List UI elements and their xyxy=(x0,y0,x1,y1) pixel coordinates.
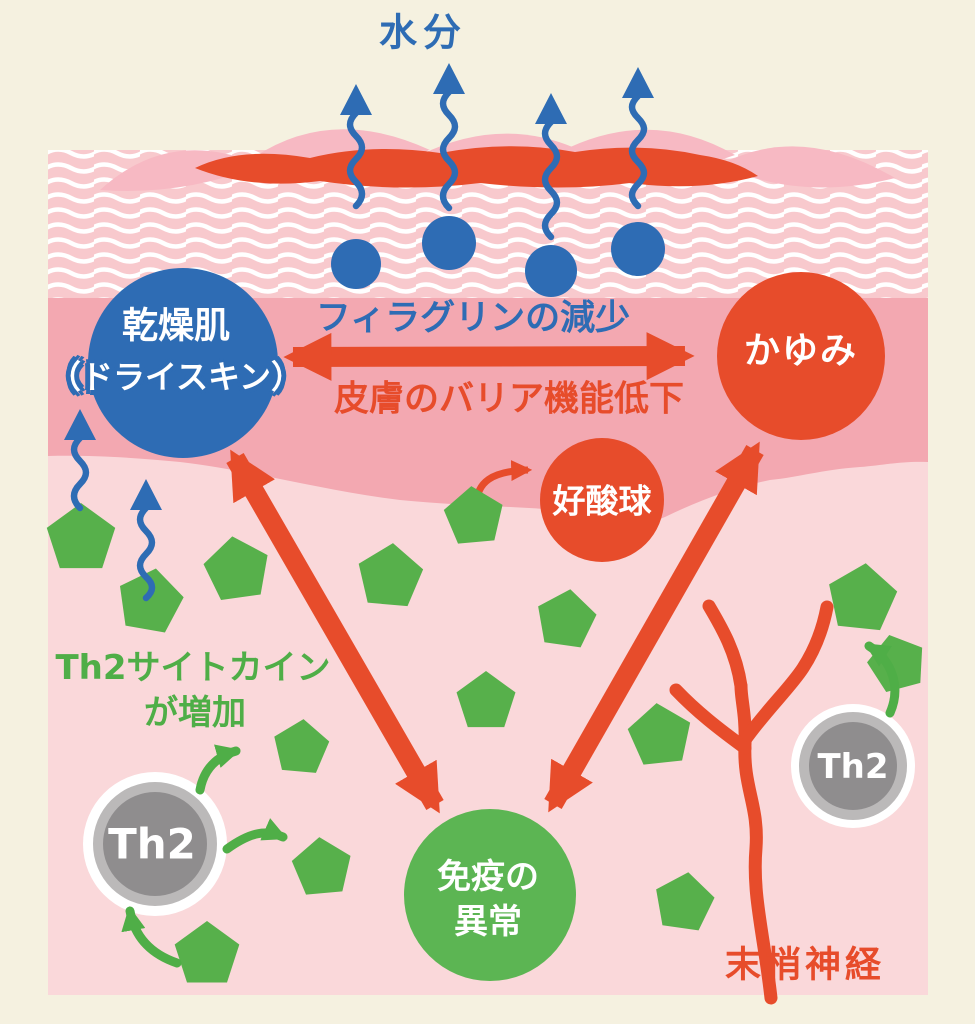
th2-cytokine-label-line1: Th2サイトカイン xyxy=(55,647,331,688)
damaged-skin-crust xyxy=(195,146,758,188)
relation-arrows xyxy=(226,332,764,814)
moisture-escape-arrows xyxy=(70,88,648,602)
immune-label-line1: 免疫の xyxy=(437,856,539,897)
th2-right-label: Th2 xyxy=(817,746,889,787)
itch-label: かゆみ xyxy=(743,330,859,372)
th2-cytokine-label-line2: が増加 xyxy=(144,692,246,733)
immune-circle xyxy=(404,809,576,981)
eosinophil-label: 好酸球 xyxy=(552,481,652,521)
th2-secretion-arrows xyxy=(121,641,900,968)
dry-skin-label: 乾燥肌 xyxy=(121,305,231,347)
arrow-dryskin-itch xyxy=(283,332,695,381)
immune-label-line2: 異常 xyxy=(454,901,522,942)
moisture-label: 水分 xyxy=(378,10,468,55)
arrow-itch-immune xyxy=(544,441,764,813)
filaggrin-label: フィラグリンの減少 xyxy=(315,298,631,339)
eosinophil-circle xyxy=(540,438,664,562)
moisture-droplets xyxy=(331,216,665,297)
itch-circle xyxy=(717,272,885,440)
dry-skin-sublabel: （ドライスキン） xyxy=(48,358,304,397)
peripheral-nerve-label: 末梢神経 xyxy=(724,944,886,986)
barrier-label: 皮膚のバリア機能低下 xyxy=(333,379,685,420)
moisture-arrowheads xyxy=(64,63,654,510)
th2-cell-left-circle xyxy=(83,772,227,916)
dry-skin-circle xyxy=(88,268,278,458)
arrow-dryskin-immune xyxy=(226,449,444,814)
th2-cell-right-circle xyxy=(791,704,915,828)
th2-left-label: Th2 xyxy=(108,819,196,869)
